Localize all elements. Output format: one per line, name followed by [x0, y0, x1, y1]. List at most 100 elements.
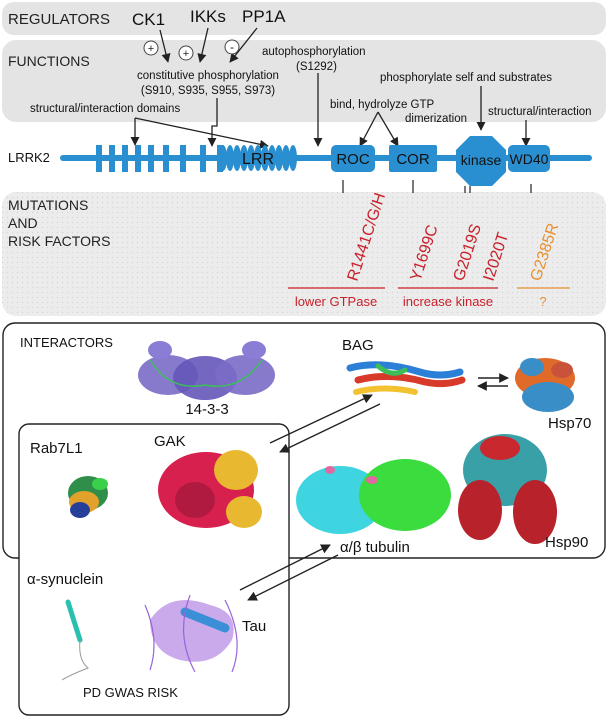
helix-top — [148, 341, 172, 359]
repeat-block — [148, 145, 154, 172]
domain-blob — [551, 362, 573, 378]
regulators-title: REGULATORS — [8, 11, 110, 28]
domain-blob — [480, 436, 520, 460]
tau-core — [180, 607, 230, 633]
mutation-ticks — [342, 180, 532, 193]
repeat-block — [96, 145, 102, 172]
helix-ribbon — [346, 361, 464, 379]
protein-14-3-3-structure — [138, 341, 275, 400]
lrr-repeat — [268, 145, 276, 171]
asyn-tail — [61, 639, 89, 681]
tubulin-tau-forward-arrow — [239, 544, 331, 591]
label-hsp90: Hsp90 — [545, 534, 588, 551]
functions-title: FUNCTIONS — [8, 53, 90, 69]
domain-blob — [70, 502, 90, 518]
helix-top — [242, 341, 266, 359]
hsp90-structure — [458, 434, 557, 544]
constitutive-phos-line1: constitutive phosphorylation — [137, 70, 279, 82]
domain-blob — [92, 478, 108, 490]
bag-structure — [346, 361, 466, 395]
ck1-arrow — [159, 29, 171, 63]
minus-badge — [224, 39, 240, 55]
functions-band — [2, 40, 606, 122]
gak-structure — [158, 450, 262, 528]
tubulin-structure — [296, 459, 451, 534]
gtp-arrow-roc — [359, 111, 379, 147]
lrr-repeat — [233, 145, 241, 171]
cor-domain — [389, 145, 437, 172]
domain-blob — [214, 450, 258, 490]
effect-increase-kinase: increase kinase — [403, 294, 493, 309]
lrr-repeat — [275, 145, 283, 171]
gtp-arrow-cor — [377, 111, 399, 147]
lrr-repeat — [289, 145, 297, 171]
label-rab7l1: Rab7L1 — [30, 440, 83, 457]
label-asyn: α-synuclein — [27, 571, 103, 588]
mutations-band — [2, 192, 606, 316]
lrr-domain — [219, 145, 297, 171]
lrr-repeat — [240, 145, 248, 171]
helix-bundle — [215, 355, 275, 395]
loop — [149, 359, 263, 387]
cor-label: COR — [396, 151, 430, 168]
regulator-pp1a: PP1A — [242, 7, 286, 26]
repeat-block — [135, 145, 141, 172]
label-tubulin: α/β tubulin — [340, 539, 410, 556]
phosphorylate-label: phosphorylate self and substrates — [380, 72, 552, 84]
label-gak: GAK — [154, 433, 186, 450]
domain-blob — [522, 382, 574, 412]
roc-label: ROC — [336, 151, 370, 168]
kinase-domain — [456, 136, 506, 186]
lrr-repeat — [254, 145, 262, 171]
beta-tubulin-blob — [359, 459, 451, 531]
tubulin-tau-reverse-arrow — [247, 554, 339, 601]
tau-loops — [144, 594, 238, 673]
wd40-label: WD40 — [510, 151, 549, 167]
autophos-line1: autophosphorylation — [262, 46, 366, 58]
pp1a-arrow — [229, 27, 258, 63]
effect-unknown: ? — [539, 294, 546, 309]
ikks-arrow — [197, 27, 209, 63]
constitutive-phos-line2: (S910, S935, S955, S973) — [141, 85, 275, 97]
structural-interaction-label: structural/interaction — [488, 106, 592, 118]
lrr-repeat — [226, 145, 234, 171]
lrr-repeat — [219, 145, 227, 171]
gak-bag-reverse-arrow — [279, 403, 381, 453]
domain-blob — [226, 496, 262, 528]
effect-lower-gtpase: lower GTPase — [295, 294, 377, 309]
wd40-domain — [508, 145, 550, 172]
plus-sign-2: + — [183, 48, 189, 60]
mutations-title-line2: AND — [8, 215, 38, 231]
ligand — [366, 476, 378, 484]
helix-ribbon — [354, 372, 466, 388]
structural-domains-label: structural/interaction domains — [30, 103, 180, 115]
tau-structure — [144, 594, 238, 673]
protein-name: LRRK2 — [8, 150, 50, 165]
helix-ribbon — [353, 385, 418, 395]
repeat-block — [109, 145, 115, 172]
roc-domain — [331, 145, 375, 172]
lrr-repeat — [247, 145, 255, 171]
hsp70-structure — [515, 358, 575, 412]
lrr-label: LRR — [242, 151, 274, 168]
helix-ribbon — [375, 363, 408, 376]
dimerization-label: dimerization — [405, 113, 467, 125]
domain-blob — [520, 358, 544, 376]
bind-gtp-label: bind, hydrolyze GTP — [330, 99, 435, 111]
lrr-repeat — [282, 145, 290, 171]
asyn-helix — [65, 599, 83, 643]
plus-badge-1 — [143, 40, 159, 56]
tau-strands — [150, 600, 234, 662]
ligand — [325, 466, 335, 474]
regulator-ikks: IKKs — [190, 7, 226, 26]
plus-badge-2 — [178, 45, 194, 61]
lrr-repeat — [261, 145, 269, 171]
label-bag: BAG — [342, 337, 374, 354]
structural-arrow-right — [134, 117, 269, 149]
minus-sign: - — [230, 40, 234, 54]
repeat-block — [200, 145, 206, 172]
pd-gwas-risk-label: PD GWAS RISK — [83, 685, 178, 700]
repeat-block — [122, 145, 128, 172]
constitutive-arrow — [207, 98, 218, 147]
